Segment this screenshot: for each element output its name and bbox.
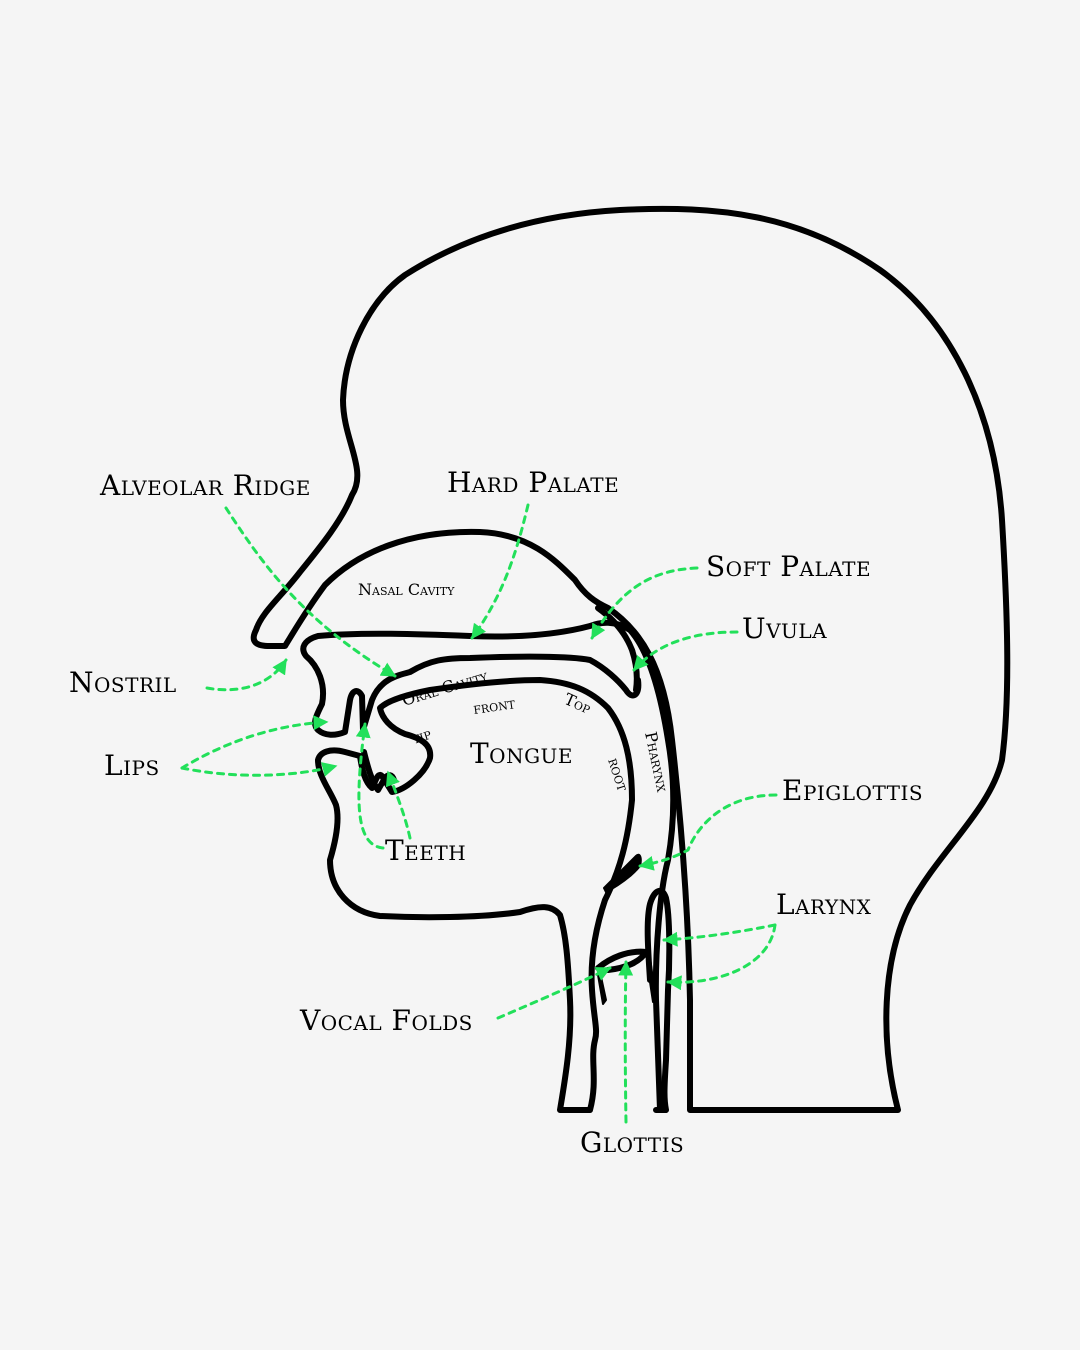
label-nostril: Nostril [69,666,177,699]
label-alveolar-ridge: Alveolar Ridge [99,469,311,502]
leader-soft-palate [590,566,699,640]
label-epiglottis: Epiglottis [782,774,923,807]
label-glottis: Glottis [580,1126,684,1159]
soft-palate-uvula [595,605,640,693]
leader-larynx-lower [666,923,777,991]
leader-lips-upper [180,715,329,770]
vocal-folds-shape [595,948,649,973]
leader-lines [180,503,778,1124]
label-tip: tip [409,724,434,748]
upper-lip-palate [300,619,677,1113]
label-tongue: Tongue [470,737,573,770]
label-larynx: Larynx [776,888,872,921]
leader-uvula [632,630,739,672]
label-nasal-cavity: Nasal Cavity [358,580,455,599]
leader-lips-lower [180,762,338,777]
leader-vocal-folds [496,966,612,1020]
leader-epiglottis [638,793,778,871]
label-teeth: Teeth [385,834,466,867]
label-lips: Lips [104,749,160,782]
head-anatomy [250,205,1011,1113]
label-uvula: Uvula [742,612,827,645]
leader-glottis [618,960,634,1124]
vocal-fold-right [646,957,657,1003]
label-vocal-folds: Vocal Folds [299,1004,473,1037]
label-front: front [472,693,517,718]
leader-hard-palate [470,503,530,640]
leader-larynx-upper [662,923,777,947]
outer-labels: Alveolar Ridge Hard Palate Soft Palate U… [69,466,923,1159]
head-outline [250,205,1011,1113]
leader-alveolar-ridge [224,506,397,678]
leader-teeth-upper [355,722,385,850]
label-soft-palate: Soft Palate [706,550,871,583]
vocal-fold-left [597,971,607,1005]
leader-nostril [205,658,288,692]
larynx-shape [644,887,673,1113]
label-hard-palate: Hard Palate [447,466,619,499]
leader-teeth-lower [385,770,412,840]
